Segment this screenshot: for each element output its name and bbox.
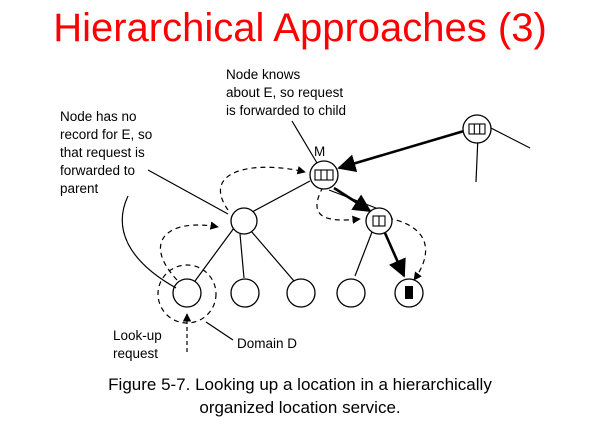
caption-line-1: Figure 5-7. Looking up a location in a h… bbox=[108, 375, 492, 394]
slide-title: Hierarchical Approaches (3) bbox=[53, 6, 547, 50]
entity-e-marker bbox=[405, 286, 413, 299]
node-leaf-2 bbox=[230, 278, 260, 308]
node-leaf-4 bbox=[336, 278, 366, 308]
tree-nodes bbox=[172, 114, 492, 308]
label-lookup-request: Look-up request bbox=[113, 328, 166, 361]
node-root bbox=[230, 207, 258, 235]
dashed-request-paths bbox=[159, 166, 427, 281]
node-leaf-1 bbox=[172, 278, 202, 308]
node-leaf-3 bbox=[286, 278, 316, 308]
tree-edges bbox=[194, 125, 531, 282]
label-domain-d: Domain D bbox=[237, 336, 297, 351]
callout-lines bbox=[121, 120, 318, 341]
label-no-record: Node has no record for E, so that reques… bbox=[60, 109, 156, 196]
label-node-knows: Node knows about E, so request is forwar… bbox=[226, 67, 347, 118]
forward-path-arrows bbox=[333, 129, 465, 278]
label-m: M bbox=[314, 144, 325, 159]
caption-line-2: organized location service. bbox=[199, 398, 401, 417]
table-glyphs bbox=[314, 123, 486, 227]
